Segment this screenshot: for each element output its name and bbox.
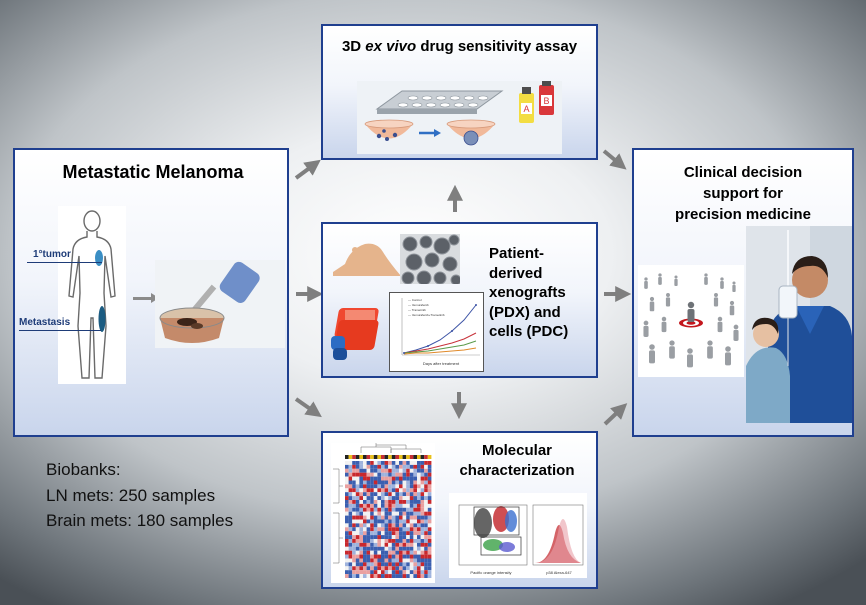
culture-flask-image [331, 298, 385, 362]
assay-box: 3D ex vivo drug sensitivity assay [321, 24, 598, 160]
flow-cytometry-image: Pacific orange intensity p38 Alexa-647 [449, 493, 587, 578]
molecular-title-line-2: characterization [459, 461, 575, 479]
biobanks-brain-mets: Brain mets: 180 samples [46, 511, 234, 530]
clinical-title-line-3: precision medicine [675, 206, 811, 223]
bottle-a-label: A [523, 104, 529, 114]
pdx-title: Patient- derived xenografts (PDX) and ce… [489, 244, 594, 342]
arrow-molecular-to-clinical [603, 403, 628, 426]
tissue-dish-image [155, 260, 285, 348]
assay-image: A B [357, 81, 562, 154]
flow-xlabel: Pacific orange intensity [470, 570, 511, 575]
label-primary-tumor-line [27, 262, 102, 263]
assay-title-suffix: drug sensitivity assay [416, 38, 578, 55]
assay-title: 3D ex vivo drug sensitivity assay [323, 38, 596, 56]
melanoma-box: Metastatic Melanoma 1°tumor Metastasis [13, 148, 289, 437]
flow-xlabel-2: p38 Alexa-647 [546, 570, 572, 575]
arrow-melanoma-to-assay [294, 159, 321, 180]
svg-text:— Control: — Control [408, 298, 422, 302]
pdx-cells-image [400, 234, 460, 284]
molecular-title: Molecular characterization [437, 441, 597, 480]
arrow-assay-to-clinical [602, 149, 627, 170]
melanoma-title: Metastatic Melanoma [62, 162, 244, 182]
assay-title-prefix: 3D [341, 38, 366, 55]
label-primary-tumor: 1°tumor [33, 249, 71, 260]
tissue-arrow [133, 297, 153, 300]
pdx-growth-chart: — Control— Vemurafenib— Trametinib— Vemu… [389, 292, 484, 372]
bottle-b-label: B [543, 96, 549, 106]
pdx-chart-xlabel: Days after treatment [423, 361, 460, 366]
svg-text:— Vemurafenib+Trametinib: — Vemurafenib+Trametinib [408, 313, 445, 317]
body-silhouette-image [58, 206, 126, 384]
clinical-box: Clinical decision support for precision … [632, 148, 854, 437]
arrow-melanoma-to-molecular [294, 397, 322, 418]
pdx-title-line-2: derived [489, 264, 543, 282]
molecular-title-line-1: Molecular [481, 442, 553, 459]
patient-doctor-photo [746, 226, 852, 423]
label-metastasis-line [19, 330, 101, 331]
mouse-image [331, 238, 405, 278]
pdx-box: — Control— Vemurafenib— Trametinib— Vemu… [321, 222, 598, 378]
svg-text:— Vemurafenib: — Vemurafenib [408, 303, 429, 307]
clinical-title: Clinical decision support for precision … [634, 162, 852, 225]
heatmap-image [331, 443, 435, 583]
pdx-title-line-5: cells (PDC) [489, 323, 569, 340]
biobanks-ln-mets: LN mets: 250 samples [46, 485, 216, 505]
assay-title-italic: ex vivo [365, 38, 417, 55]
pdx-title-line-1: Patient- [489, 245, 545, 262]
label-metastasis: Metastasis [19, 317, 71, 328]
crowd-target-image [638, 265, 744, 377]
svg-text:— Trametinib: — Trametinib [408, 308, 426, 312]
biobanks-heading: Biobanks: [46, 460, 121, 479]
molecular-box: Molecular characterization Pacific orang… [321, 431, 598, 589]
clinical-title-line-2: support for [703, 185, 783, 202]
pdx-title-line-3: xenografts [489, 284, 566, 301]
biobanks-info: Biobanks: LN mets: 250 samples Brain met… [46, 457, 233, 534]
clinical-title-line-1: Clinical decision [683, 164, 803, 181]
pdx-title-line-4: (PDX) and [489, 303, 561, 321]
